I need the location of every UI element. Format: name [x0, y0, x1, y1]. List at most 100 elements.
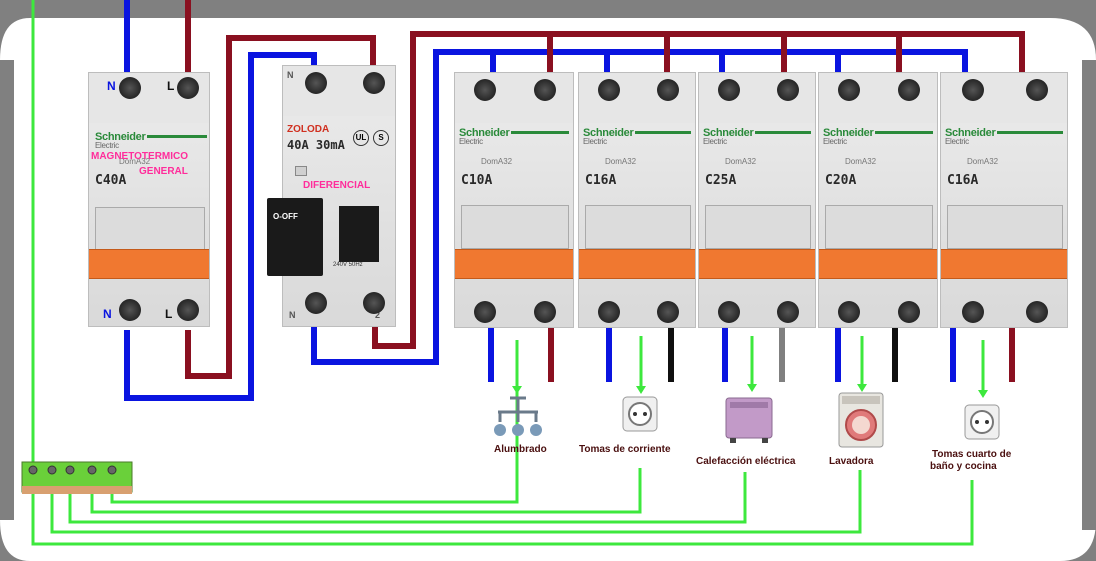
differential-label: DIFERENCIAL — [303, 180, 371, 191]
screw-icon — [657, 79, 679, 101]
screw-icon — [777, 301, 799, 323]
certification-mark-icon: S — [373, 130, 389, 146]
differential-toggle-lever[interactable] — [267, 198, 323, 276]
screw-icon — [1026, 301, 1048, 323]
general-top-n-label: N — [107, 79, 116, 93]
general-toggle-lever[interactable] — [89, 249, 209, 279]
breaker-rating: C25A — [705, 173, 737, 188]
power-socket-icon — [622, 396, 658, 432]
neutral-to-differential — [124, 52, 317, 401]
general-top-l-label: L — [167, 79, 175, 93]
screw-icon — [657, 301, 679, 323]
power-socket-icon — [964, 404, 1000, 440]
differential-bottom-2-label: 2 — [375, 310, 381, 320]
differential-right-lever[interactable] — [339, 206, 379, 262]
breaker-rating: C20A — [825, 173, 857, 188]
general-handle-slot — [95, 207, 205, 251]
load-label-line2: baño y cocina — [930, 461, 997, 472]
breaker-toggle-lever[interactable] — [699, 249, 815, 279]
screw-icon — [1026, 79, 1048, 101]
breaker-top-terminals — [819, 73, 937, 123]
differential-neutral-bus — [311, 49, 968, 365]
screw-icon — [534, 79, 556, 101]
screw-icon — [177, 77, 199, 99]
screw-icon — [534, 301, 556, 323]
breaker-handle-slot — [585, 205, 691, 249]
load-label: Alumbrado — [494, 444, 547, 455]
screw-icon — [962, 79, 984, 101]
breaker-toggle-lever[interactable] — [819, 249, 937, 279]
screw-icon — [598, 79, 620, 101]
breaker-handle-slot — [461, 205, 569, 249]
differential-bottom-n-label: N — [289, 310, 296, 320]
breaker-toggle-lever[interactable] — [579, 249, 695, 279]
differential-rating: 40A 30mA — [287, 138, 345, 152]
load-alumbrado — [486, 396, 550, 440]
screw-icon — [363, 72, 385, 94]
screw-icon — [962, 301, 984, 323]
general-bottom-l-label: L — [165, 307, 173, 321]
screw-icon — [838, 79, 860, 101]
screw-icon — [718, 79, 740, 101]
load-label-line1: Tomas cuarto de — [932, 449, 1012, 460]
general-label-line2: GENERAL — [139, 166, 188, 177]
load-calefaccion — [724, 396, 774, 444]
screw-icon — [718, 301, 740, 323]
general-model: DomA32 — [119, 157, 151, 166]
screw-icon — [898, 79, 920, 101]
breaker-rating: C10A — [461, 173, 493, 188]
screw-icon — [474, 301, 496, 323]
screw-icon — [305, 292, 327, 314]
load-lavadora — [838, 392, 884, 448]
general-bottom-n-label: N — [103, 307, 112, 321]
breaker-handle-slot — [947, 205, 1063, 249]
general-label-line1: MAGNETOTERMICO — [91, 151, 189, 162]
breaker-top-terminals — [455, 73, 573, 123]
load-label: Calefacción eléctrica — [696, 456, 796, 467]
differential-top-n-label: N — [287, 70, 294, 80]
breaker-model: DomA32 — [481, 157, 513, 166]
breaker-model: DomA32 — [605, 157, 637, 166]
screw-icon — [119, 77, 141, 99]
differential-test-button[interactable] — [295, 166, 307, 176]
load-label: Lavadora — [829, 456, 874, 467]
breaker-toggle-lever[interactable] — [941, 249, 1067, 279]
earth-bano-wire — [31, 480, 974, 546]
differential-switch-text: O-OFF — [273, 212, 298, 221]
screw-icon — [777, 79, 799, 101]
screw-icon — [838, 301, 860, 323]
breaker-model: DomA32 — [845, 157, 877, 166]
screw-icon — [474, 79, 496, 101]
load-label: Tomas de corriente — [579, 444, 671, 455]
screw-icon — [898, 301, 920, 323]
general-rating: C40A — [95, 173, 127, 188]
load-tomas — [622, 396, 658, 432]
differential-switch: ZOLODA 40A 30mA UL S DIFERENCIAL O-OFF 2… — [267, 65, 396, 327]
earth-calefaccion-wire — [68, 472, 747, 524]
washing-machine-icon — [838, 392, 884, 448]
screw-icon — [177, 299, 199, 321]
load-bano-cocina — [964, 404, 1000, 440]
screw-icon — [305, 72, 327, 94]
ceiling-lamp-icon — [494, 396, 542, 436]
screw-icon — [363, 292, 385, 314]
differential-phase-bus — [372, 31, 1025, 349]
differential-maker: ZOLODA — [287, 124, 330, 135]
certification-mark-icon: UL — [353, 130, 369, 146]
breaker-model: DomA32 — [967, 157, 999, 166]
screw-icon — [598, 301, 620, 323]
phase-to-differential — [185, 35, 376, 379]
earth-tomas-wire — [90, 468, 642, 514]
differential-spec-text: 240V 50Hz — [333, 262, 363, 268]
breaker-toggle-lever[interactable] — [455, 249, 573, 279]
breaker-rating: C16A — [585, 173, 617, 188]
